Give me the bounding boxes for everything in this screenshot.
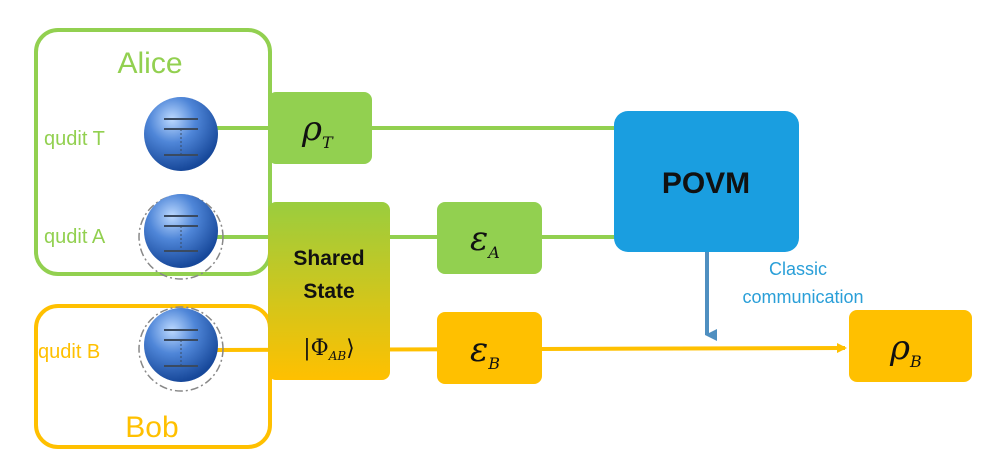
eps-a-box (437, 202, 542, 274)
shared-state-line2: State (303, 280, 354, 303)
entangle-circle-b (138, 306, 224, 392)
rho-t-box (268, 92, 372, 164)
qudit-a-label: qudit A (44, 226, 106, 248)
classic-line1: Classic (769, 259, 827, 279)
eps-b-label: εB (470, 330, 500, 373)
rho-b-label: ρB (889, 328, 922, 371)
shared-state-ket: |ΦAB⟩ (303, 336, 355, 363)
sphere-icon-t (144, 97, 218, 171)
rho-b-box (849, 310, 972, 382)
povm-box (614, 111, 799, 252)
shared-state-box (268, 202, 390, 380)
qudit-t-label: qudit T (44, 128, 105, 150)
shared-state-line1: Shared (293, 247, 364, 270)
povm-label: POVM (662, 167, 750, 200)
eps-a-label: εA (470, 219, 500, 262)
classic-line2: communication (742, 287, 863, 307)
qudit-b-label: qudit B (38, 341, 100, 363)
bob-title: Bob (125, 411, 178, 444)
sphere-icon-a (144, 194, 218, 268)
alice-title: Alice (117, 47, 182, 80)
sphere-icon-b (144, 308, 218, 382)
rho-t-label: ρT (301, 109, 334, 152)
eps-b-box (437, 312, 542, 384)
